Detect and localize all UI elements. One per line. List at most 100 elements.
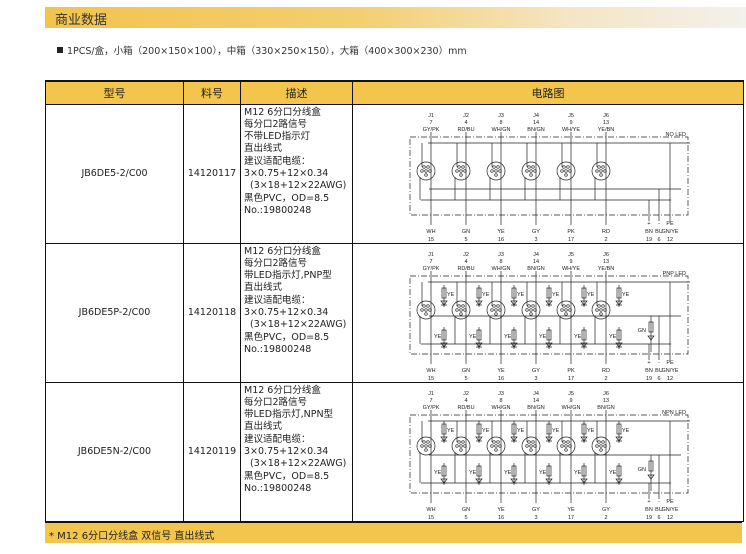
output-pin-label: 15 <box>428 237 434 243</box>
description-cell: M12 6分口分线盒每分口2路信号不带LED指示灯直出线式建议适配电缆：3×0.… <box>240 103 353 244</box>
description-line: 黑色PVC，OD=8.5 <box>244 192 330 204</box>
connector-pin-icon <box>498 168 502 173</box>
connector-pin-icon <box>455 307 459 312</box>
output-pin-label: 16 <box>498 376 504 382</box>
connector-pin-icon <box>599 443 603 448</box>
wire-color-label: WH/GN <box>492 266 511 272</box>
connector-pin-icon <box>461 164 465 169</box>
led-color-label: YE <box>622 292 630 298</box>
pin-number-label: 4 <box>464 120 467 126</box>
wire-color-label: WH/YE <box>562 127 580 133</box>
connector-pin-icon <box>461 439 465 444</box>
connector-pin-icon <box>459 168 463 173</box>
description-line: 建议适配电缆： <box>244 433 311 445</box>
description-line: 直出线式 <box>244 282 283 294</box>
power-led-label: GN <box>638 328 646 334</box>
connector-pin-icon <box>459 307 463 312</box>
connector-pin-icon <box>498 307 502 312</box>
wire-color-label: WH/GN <box>492 127 511 133</box>
output-wire-color-label: GN <box>462 229 470 235</box>
connector-id-label: J5 <box>568 391 574 397</box>
description-line: M12 6分口分线盒 <box>244 106 321 118</box>
connector-id-label: J3 <box>498 113 504 119</box>
connector-pin-icon <box>533 307 537 312</box>
led-color-label: YE <box>539 334 547 340</box>
power-polarity-label: + <box>647 360 650 366</box>
connector-id-label: J4 <box>533 391 539 397</box>
connector-id-label: J1 <box>428 113 434 119</box>
led-color-label: YE <box>574 334 582 340</box>
power-pin-label: 12 <box>667 376 673 382</box>
connector-id-label: J3 <box>498 252 504 258</box>
connector-pin-icon <box>603 307 607 312</box>
power-polarity-label: PE <box>666 360 674 366</box>
connector-pin-icon <box>566 164 570 169</box>
description-line: 黑色PVC，OD=8.5 <box>244 331 330 343</box>
description-line: 每分口2路信号 <box>244 257 308 269</box>
connector-pin-icon <box>562 164 566 169</box>
connector-pin-icon <box>498 443 502 448</box>
connector-pin-icon <box>424 307 428 312</box>
power-polarity-label: - <box>658 499 660 505</box>
pin-number-label: 7 <box>429 398 432 404</box>
led-color-label: YE <box>622 428 630 434</box>
output-pin-label: 3 <box>534 237 537 243</box>
description-line: 3×0.75+12×0.34 <box>244 167 329 179</box>
output-pin-label: 15 <box>428 376 434 382</box>
connector-id-label: J2 <box>463 391 469 397</box>
connector-pin-icon <box>426 303 430 308</box>
connector-pin-icon <box>564 443 568 448</box>
connector-pin-icon <box>560 443 564 448</box>
pin-number-label: 9 <box>569 120 572 126</box>
led-color-label: YE <box>552 292 560 298</box>
connector-pin-icon <box>492 303 496 308</box>
connector-pin-icon <box>595 307 599 312</box>
connector-pin-icon <box>529 172 533 177</box>
led-type-label: NO LED <box>666 132 687 138</box>
led-color-label: YE <box>504 470 512 476</box>
connector-pin-icon <box>494 172 498 177</box>
bullet-square-icon <box>57 47 63 53</box>
led-type-label: NPN LED <box>662 410 686 416</box>
connector-pin-icon <box>426 164 430 169</box>
led-type-label: PNP LED <box>663 271 686 277</box>
connector-pin-icon <box>564 447 568 452</box>
output-wire-color-label: GY <box>532 368 540 374</box>
output-wire-color-label: GN <box>462 368 470 374</box>
part-number-cell: 14120117 <box>183 103 241 244</box>
connector-pin-icon <box>496 439 500 444</box>
output-wire-color-label: GY <box>532 229 540 235</box>
part-number-cell: 14120118 <box>183 242 241 383</box>
connector-pin-icon <box>459 447 463 452</box>
m12-connector-icon <box>486 300 506 319</box>
m12-connector-icon <box>416 436 436 455</box>
wire-color-label: BN/GN <box>527 127 544 133</box>
connector-pin-icon <box>529 443 533 448</box>
power-pin-label: 19 <box>646 237 652 243</box>
connector-pin-icon <box>533 443 537 448</box>
output-wire-color-label: GY <box>602 507 610 513</box>
connector-pin-icon <box>560 168 564 173</box>
pin-number-label: 13 <box>603 120 609 126</box>
connector-pin-icon <box>599 307 603 312</box>
led-color-label: YE <box>447 292 455 298</box>
connector-pin-icon <box>529 311 533 316</box>
connector-pin-icon <box>527 164 531 169</box>
m12-connector-icon <box>416 161 436 180</box>
connector-pin-icon <box>459 443 463 448</box>
connector-pin-icon <box>568 168 572 173</box>
connector-pin-icon <box>531 164 535 169</box>
m12-connector-icon <box>556 300 576 319</box>
m12-connector-icon <box>591 161 611 180</box>
power-polarity-label: + <box>647 499 650 505</box>
connector-pin-icon <box>459 172 463 177</box>
power-wire-color-label: BN <box>645 229 653 235</box>
led-color-label: YE <box>447 428 455 434</box>
connector-pin-icon <box>529 307 533 312</box>
connector-id-label: J5 <box>568 113 574 119</box>
connector-pin-icon <box>424 447 428 452</box>
wiring <box>409 270 690 364</box>
connector-pin-icon <box>457 303 461 308</box>
output-wire-color-label: YE <box>497 507 505 513</box>
description-line: M12 6分口分线盒 <box>244 245 321 257</box>
